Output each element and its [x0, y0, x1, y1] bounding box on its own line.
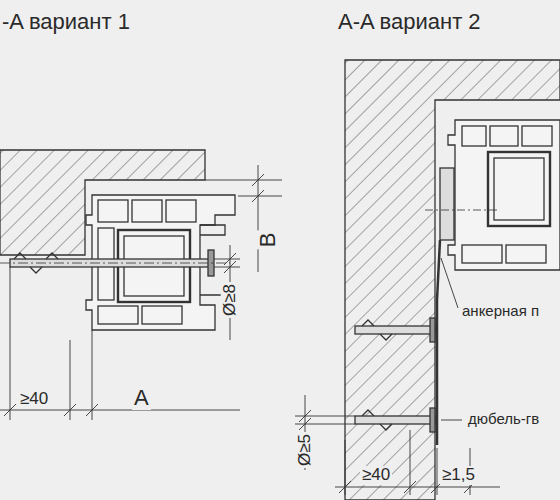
dowel-nail [355, 318, 435, 432]
frame-profile [425, 120, 560, 270]
part-label: дюбель-гв [466, 411, 541, 428]
dimension-lines [0, 165, 282, 420]
dimension-label: Ø≥5 [296, 432, 315, 468]
dimension-label: ≥40 [18, 390, 50, 409]
leader-lines [441, 258, 462, 420]
dimension-lines [295, 395, 500, 495]
dimension-label: ≥40 [360, 466, 392, 485]
dimension-label: B [256, 231, 280, 250]
part-label: анкерная п [460, 303, 541, 320]
section-title: A-A вариант 2 [336, 10, 483, 34]
dimension-label: ≥1,5 [440, 466, 477, 485]
section-title: -A вариант 1 [0, 10, 132, 34]
dimension-label: A [132, 386, 151, 410]
anchor-bolt [0, 250, 230, 276]
anchor-plate [440, 168, 454, 240]
anchor-plate [437, 240, 440, 445]
wall-section [345, 60, 560, 500]
dimension-label: Ø≥8 [221, 282, 240, 318]
